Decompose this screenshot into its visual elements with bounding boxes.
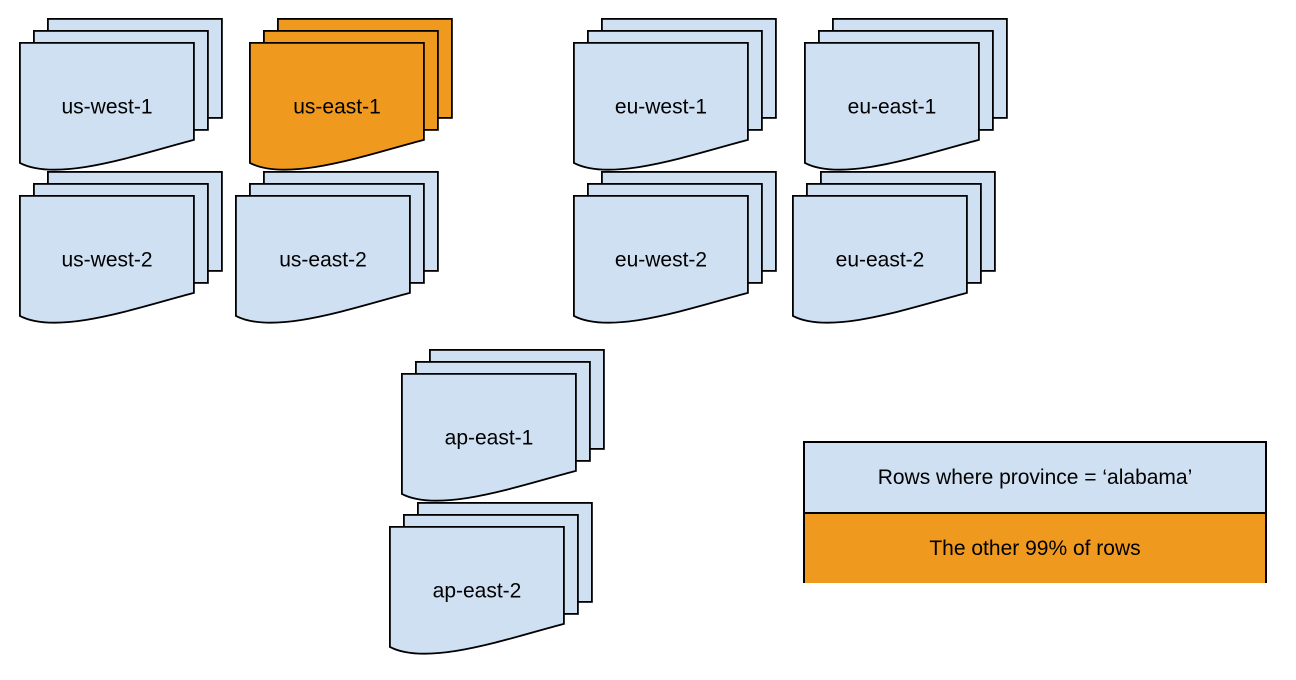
region-label: us-east-2 [279,249,367,272]
region-stack-eu-east-1: eu-east-1 [804,18,1008,172]
document-page [249,42,425,171]
region-stack-us-east-2: us-east-2 [235,171,439,325]
legend-item-alabama-rows: Rows where province = ‘alabama’ [805,443,1265,512]
region-stack-us-east-1: us-east-1 [249,18,453,172]
document-stack-icon: eu-west-1 [573,18,777,171]
region-stack-eu-east-2: eu-east-2 [792,171,996,325]
region-stack-eu-west-2: eu-west-2 [573,171,777,325]
region-label: eu-east-2 [836,249,925,272]
region-label: us-east-1 [293,96,381,119]
document-stack-icon: ap-east-2 [389,502,593,655]
document-page [573,195,749,324]
region-label: eu-west-2 [615,249,707,272]
region-stack-eu-west-1: eu-west-1 [573,18,777,172]
document-stack-icon: eu-east-2 [792,171,996,324]
document-page [792,195,968,324]
document-stack-icon: us-east-1 [249,18,453,171]
legend-item-other-rows: The other 99% of rows [805,512,1265,583]
region-label: ap-east-2 [433,580,522,603]
document-page [401,373,577,502]
region-label: eu-west-1 [615,96,707,119]
region-label: us-west-1 [61,96,152,119]
document-stack-icon: us-west-2 [19,171,223,324]
document-stack-icon: us-west-1 [19,18,223,171]
document-stack-icon: eu-west-2 [573,171,777,324]
region-label: eu-east-1 [848,96,937,119]
document-page [573,42,749,171]
region-label: us-west-2 [61,249,152,272]
region-label: ap-east-1 [445,427,534,450]
document-page [19,42,195,171]
legend-item-label: The other 99% of rows [929,536,1141,560]
region-stack-ap-east-2: ap-east-2 [389,502,593,656]
document-stack-icon: ap-east-1 [401,349,605,502]
region-stack-us-west-1: us-west-1 [19,18,223,172]
legend: Rows where province = ‘alabama’ The othe… [803,441,1267,583]
region-stack-ap-east-1: ap-east-1 [401,349,605,503]
document-page [235,195,411,324]
document-stack-icon: us-east-2 [235,171,439,324]
region-stack-us-west-2: us-west-2 [19,171,223,325]
document-page [19,195,195,324]
document-stack-icon: eu-east-1 [804,18,1008,171]
legend-item-label: Rows where province = ‘alabama’ [877,465,1193,489]
document-page [804,42,980,171]
document-page [389,526,565,655]
